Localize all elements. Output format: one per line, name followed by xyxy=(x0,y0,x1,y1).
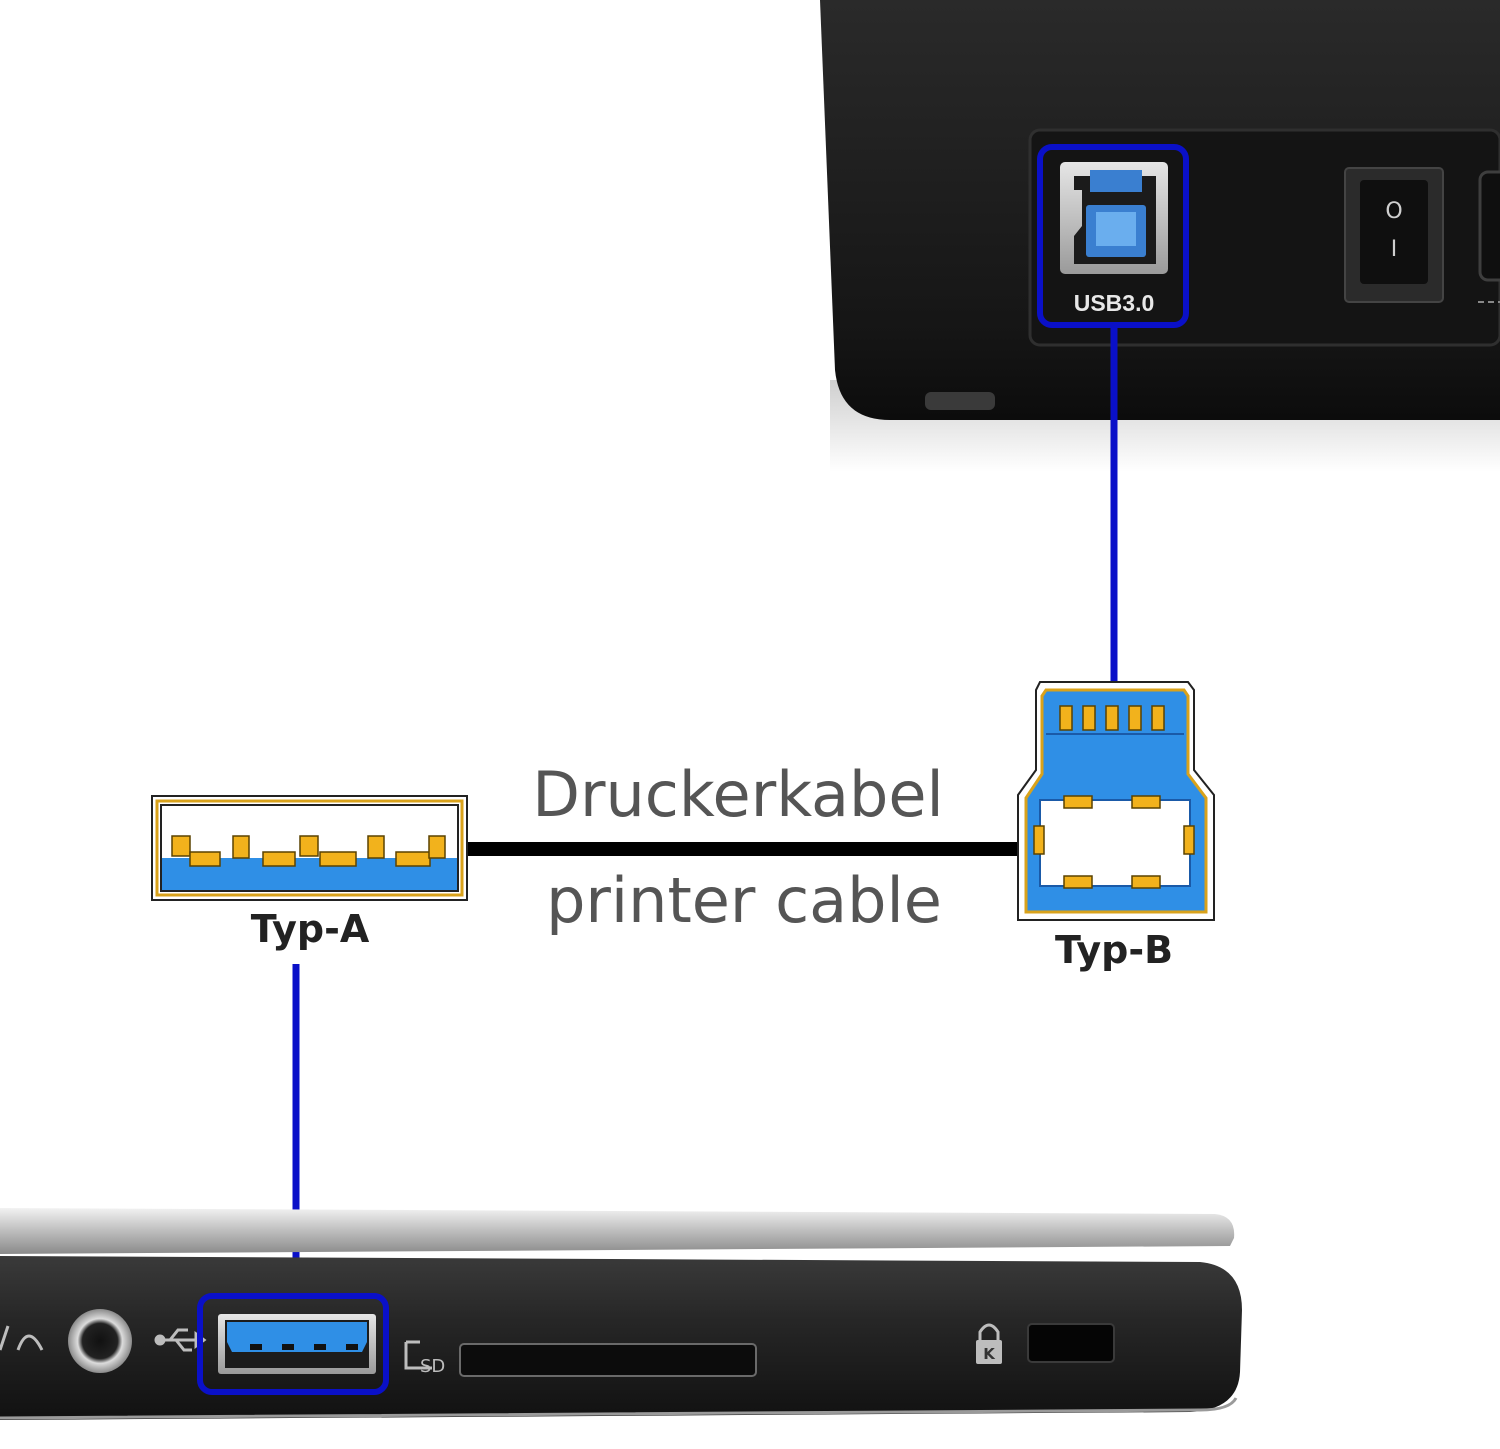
laptop-port-highlight xyxy=(197,1293,389,1395)
audio-jack[interactable] xyxy=(68,1309,132,1373)
docking-station: USB3.0 O I xyxy=(820,0,1500,472)
device-foot xyxy=(925,392,995,410)
power-switch-icon[interactable]: O I xyxy=(1344,167,1444,303)
type-b-connector-icon xyxy=(1017,681,1215,921)
laptop-lid xyxy=(0,1208,1235,1254)
device-port-label: USB3.0 xyxy=(1074,290,1155,316)
kensington-lock-icon: K xyxy=(976,1323,1002,1364)
usb-b-port[interactable] xyxy=(1060,162,1168,274)
laptop: SD K xyxy=(0,1208,1242,1420)
cable-label-de: Druckerkabel xyxy=(532,758,943,831)
power-switch-off-label: O xyxy=(1385,199,1402,224)
sd-icon-label: SD xyxy=(420,1356,445,1377)
sd-card-icon: SD xyxy=(404,1340,445,1377)
cable-line xyxy=(466,842,1022,856)
type-a-connector-icon xyxy=(151,795,468,901)
type-b-label: Typ-B xyxy=(1055,928,1173,972)
sd-card-slot[interactable] xyxy=(459,1343,757,1377)
dc-jack xyxy=(1478,170,1500,282)
kensington-lock-slot[interactable] xyxy=(1027,1323,1115,1363)
type-a-label: Typ-A xyxy=(251,907,370,951)
headphone-icon xyxy=(0,1325,44,1351)
power-switch-on-label: I xyxy=(1391,237,1398,262)
lock-icon-label: K xyxy=(983,1345,996,1363)
cable-label-en: printer cable xyxy=(546,864,942,937)
laptop-usb-a-port[interactable] xyxy=(218,1314,376,1374)
